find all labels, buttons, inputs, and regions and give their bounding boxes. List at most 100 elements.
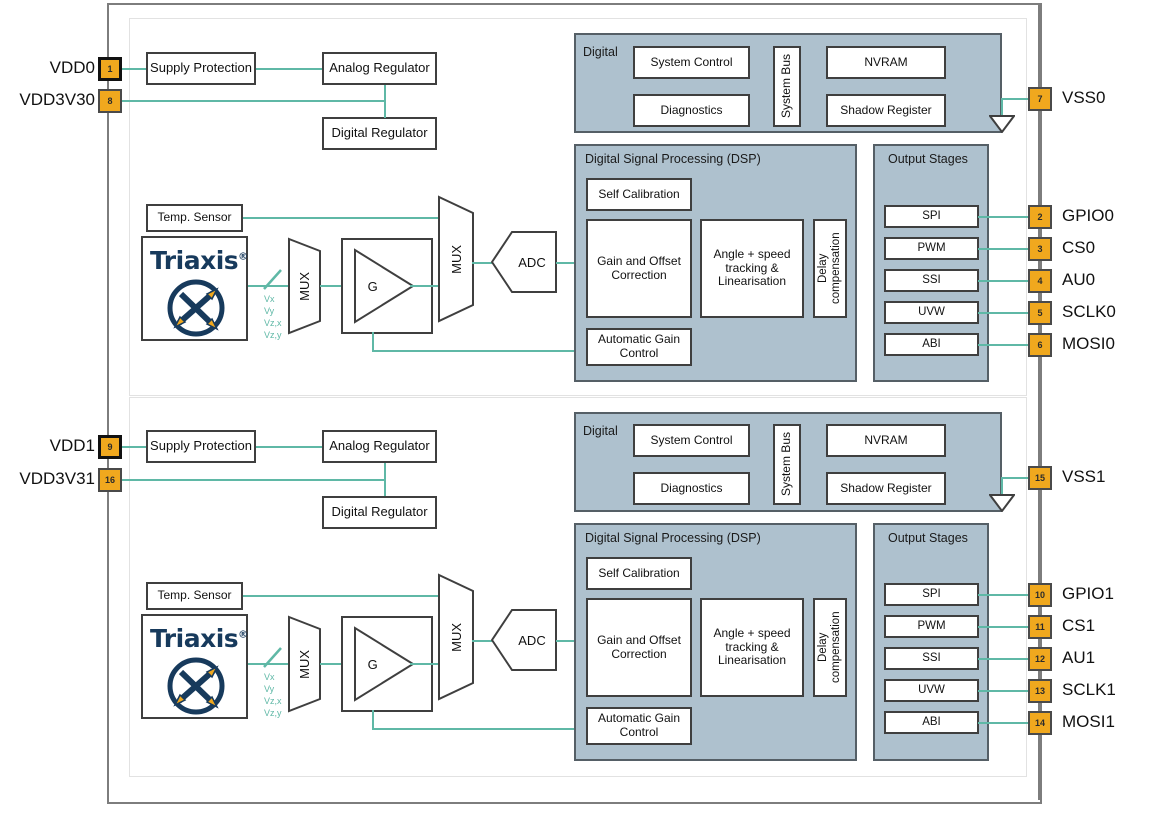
mux1-label-die0: MUX [297,271,312,301]
box-out-spi-die0: SPI [884,205,979,228]
adc-die0: ADC [490,231,557,293]
dsp-panel-title-die1: Digital Signal Processing (DSP) [585,531,761,545]
wire-ssi-to-au1 [978,658,1030,660]
box-supply-protection-die0: Supply Protection [146,52,256,85]
pin-8[interactable]: 8 [98,89,122,113]
wire-ssi-to-au0 [978,280,1030,282]
pin-label-gpio0: GPIO0 [1062,206,1114,225]
mux2-label-die1: MUX [448,622,464,652]
mux2-label-die0: MUX [448,244,464,274]
mux2-die0: MUX [438,195,474,323]
wire-vdd3v30-to-regulators [384,85,386,118]
wire-sensor-to-mux1-die1 [248,663,290,665]
box-automatic-gain-control-die0: Automatic Gain Control [586,328,692,366]
amplifier-die0: G [341,238,433,334]
pin-label-vdd3v31: VDD3V31 [19,469,95,488]
pin-16[interactable]: 16 [98,468,122,492]
box-out-ssi-die0: SSI [884,269,979,292]
triaxis-wordmark-die1: Triaxis® [150,624,248,653]
wire-amp-agc-down-die1 [372,710,374,729]
wire-spi-to-gpio0 [978,216,1030,218]
bus-label-vzy-die1: Vz,y [264,708,282,718]
box-out-pwm-die0: PWM [884,237,979,260]
box-analog-regulator-die0: Analog Regulator [322,52,437,85]
box-diagnostics-die0: Diagnostics [633,94,750,127]
pin-5[interactable]: 5 [1028,301,1052,325]
box-system-control-die1: System Control [633,424,750,457]
pin-label-vdd0: VDD0 [49,58,95,77]
pin-label-cs0: CS0 [1062,238,1096,257]
pin-label-sclk0: SCLK0 [1062,302,1116,321]
pin-14[interactable]: 14 [1028,711,1052,735]
wire-digital-to-gnd-die0 [1001,98,1028,100]
output-stages-title-die0: Output Stages [888,152,968,166]
mux1-die1: MUX [288,615,321,713]
wire-mux2-to-adc-die0 [472,262,494,264]
system-bus-label-die1: System Bus [779,432,794,497]
pin-4[interactable]: 4 [1028,269,1052,293]
pin-9[interactable]: 9 [98,435,122,459]
wire-mux1-to-amp-die0 [320,285,342,287]
box-diagnostics-die1: Diagnostics [633,472,750,505]
box-self-calibration-die0: Self Calibration [586,178,692,211]
wire-abi-to-mosi0 [978,344,1030,346]
wire-gnd-drop-die0 [1001,98,1003,117]
triaxis-wordmark: Triaxis® [150,246,248,275]
box-out-pwm-die1: PWM [884,615,979,638]
pin-2[interactable]: 2 [1028,205,1052,229]
triaxis-wordmark-text-die1: Triaxis [150,624,239,653]
triaxis-crossed-arrows-icon-die1 [167,657,225,715]
pin-10[interactable]: 10 [1028,583,1052,607]
amplifier-gain-label-die0: G [367,278,378,294]
pin-label-au0: AU0 [1062,270,1096,289]
wire-supply-protection-to-analog-regulator [256,68,323,70]
box-out-uvw-die1: UVW [884,679,979,702]
wire-mux1-to-amp-die1 [320,663,342,665]
ground-symbol-die0 [988,115,1016,138]
bus-label-vy: Vy [264,306,275,316]
dsp-panel-title-die0: Digital Signal Processing (DSP) [585,152,761,166]
pin-11[interactable]: 11 [1028,615,1052,639]
wire-amp-agc-to-agc-die0 [372,350,589,352]
bus-label-vzx-die1: Vz,x [264,696,282,706]
box-gain-offset-correction-die0: Gain and Offset Correction [586,219,692,318]
output-stages-title-die1: Output Stages [888,531,968,545]
wire-vdd0-to-supply-protection [122,68,147,70]
box-self-calibration-die1: Self Calibration [586,557,692,590]
bus-label-vx: Vx [264,294,275,304]
pin-7[interactable]: 7 [1028,87,1052,111]
die0-outline [129,18,1027,396]
wire-adc-to-dsp-die0 [556,262,591,264]
box-supply-protection-die1: Supply Protection [146,430,256,463]
wire-vdd1-to-supply-protection [122,446,147,448]
delay-compensation-label-die1: Delay compensation [816,611,842,684]
box-delay-compensation-die0: Delay compensation [813,219,847,318]
mux1-label-die1: MUX [297,649,312,679]
pin-13[interactable]: 13 [1028,679,1052,703]
wire-vdd3v30-rail [122,100,385,102]
registered-trademark-icon-die1: ® [238,629,248,641]
box-angle-speed-tracking-die0: Angle + speed tracking & Linearisation [700,219,804,318]
pin-label-vdd1: VDD1 [49,436,95,455]
bus-label-vzy: Vz,y [264,330,282,340]
wire-amp-to-mux2-die1 [410,663,440,665]
triaxis-sensor-die1: Triaxis® [141,614,248,719]
bus-labels-die0: Vx Vy Vz,x Vz,y [264,293,282,341]
pin-label-au1: AU1 [1062,648,1096,667]
pin-1[interactable]: 1 [98,57,122,81]
wire-vdd3v31-rail [122,479,385,481]
digital-panel-title-die1: Digital [583,424,618,438]
die1-outline [129,397,1027,777]
left-pin-rail [107,3,109,800]
box-system-control-die0: System Control [633,46,750,79]
pin-3[interactable]: 3 [1028,237,1052,261]
wire-temp-sensor-to-mux2-die1 [243,595,440,597]
right-pin-rail [1038,3,1040,800]
pin-12[interactable]: 12 [1028,647,1052,671]
delay-compensation-label-die0: Delay compensation [816,232,842,305]
pin-6[interactable]: 6 [1028,333,1052,357]
pin-label-vss0: VSS0 [1062,88,1106,107]
box-temp-sensor-die0: Temp. Sensor [146,204,243,232]
pin-15[interactable]: 15 [1028,466,1052,490]
